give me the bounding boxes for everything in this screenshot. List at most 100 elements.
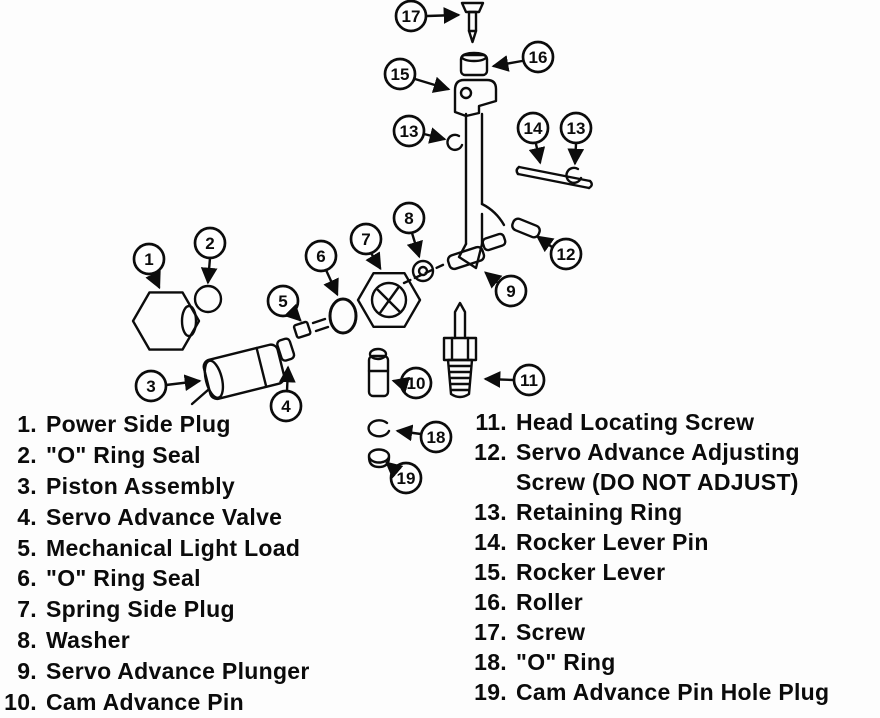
callout-14: 14: [516, 111, 550, 165]
callout-7: 7: [349, 222, 383, 271]
callout-13-b: 13: [559, 111, 593, 166]
parts-list-item: 9. Servo Advance Plunger: [2, 656, 468, 687]
callout-13-a-arrow: [422, 127, 447, 144]
svg-text:13: 13: [567, 119, 586, 138]
svg-text:9: 9: [506, 282, 515, 301]
item-label: Servo Advance Plunger: [46, 658, 310, 685]
item-number: 15.: [474, 558, 507, 585]
item-number: 14.: [474, 528, 507, 555]
svg-text:11: 11: [520, 371, 538, 390]
item-label: "O" Ring Seal: [46, 441, 201, 468]
callout-3-arrow: [164, 374, 202, 392]
parts-list-item: 13. Retaining Ring: [472, 497, 878, 527]
item-label: Cam Advance Pin: [46, 688, 244, 715]
parts-list-item: 11. Head Locating Screw: [472, 407, 878, 437]
parts-list-item: 14. Rocker Lever Pin: [472, 527, 878, 557]
item-label: Servo Advance Adjusting: [516, 438, 800, 465]
part-servo-advance-valve: [276, 337, 296, 362]
item-number: 6.: [17, 565, 37, 592]
svg-text:17: 17: [402, 7, 421, 26]
callout-12-arrow: [535, 235, 555, 253]
item-number: 7.: [17, 596, 37, 623]
callout-7-arrow: [365, 251, 382, 271]
item-label: Screw (DO NOT ADJUST): [516, 468, 799, 495]
callout-11: 11: [483, 363, 546, 397]
part-washer: [411, 259, 435, 283]
callout-1: 1: [132, 242, 166, 290]
callout-6-arrow: [323, 268, 339, 297]
item-number: 11.: [475, 408, 507, 435]
callout-14-arrow: [528, 142, 546, 165]
item-number: 19.: [474, 678, 507, 705]
parts-list-item: 7. Spring Side Plug: [2, 594, 468, 625]
part-retaining-ring-b: [565, 166, 583, 185]
callout-11-arrow: [483, 371, 516, 388]
item-label: Piston Assembly: [46, 472, 235, 499]
item-label: Washer: [46, 627, 131, 654]
svg-text:13: 13: [400, 122, 419, 141]
parts-list-item: 18. "O" Ring: [472, 647, 878, 677]
item-label: Mechanical Light Load: [46, 534, 301, 561]
callout-9-arrow: [484, 271, 503, 289]
parts-list-item-continuation: Screw (DO NOT ADJUST): [472, 467, 878, 497]
item-number: 18.: [474, 648, 507, 675]
item-label: Head Locating Screw: [516, 408, 755, 435]
svg-text:4: 4: [281, 397, 291, 416]
parts-list-item: 10. Cam Advance Pin: [2, 687, 468, 718]
callout-2: 2: [193, 226, 227, 285]
callout-3: 3: [134, 369, 202, 403]
parts-list-left-column: 1. Power Side Plug 2. "O" Ring Seal 3. P…: [2, 409, 468, 718]
callout-10: 10: [391, 366, 433, 400]
parts-list-item: 12. Servo Advance Adjusting: [472, 437, 878, 467]
item-number: 12.: [474, 438, 507, 465]
callout-19: 19: [385, 461, 423, 495]
part-roller: [459, 51, 489, 77]
item-number: 1.: [17, 410, 37, 437]
item-label: Retaining Ring: [516, 498, 683, 525]
item-number: 8.: [17, 627, 37, 654]
part-adjusting-screw: [511, 217, 541, 239]
svg-text:5: 5: [278, 292, 287, 311]
callout-17: 17: [394, 0, 461, 33]
parts-list-item: 19. Cam Advance Pin Hole Plug: [472, 677, 878, 707]
parts-list-item: 17. Screw: [472, 617, 878, 647]
callout-8-arrow: [406, 231, 423, 259]
item-number: 13.: [474, 498, 507, 525]
callout-18: 18: [395, 420, 453, 454]
part-piston-assembly: [190, 343, 286, 406]
item-number: 3.: [17, 472, 37, 499]
svg-text:1: 1: [144, 250, 153, 269]
parts-list-item: 1. Power Side Plug: [2, 409, 468, 440]
part-rocker-lever: [453, 78, 498, 118]
item-label: Servo Advance Valve: [46, 503, 283, 530]
parts-list-right-column: 11. Head Locating Screw 12. Servo Advanc…: [472, 407, 878, 707]
item-label: Roller: [516, 588, 583, 615]
svg-text:8: 8: [404, 209, 413, 228]
part-screw: [460, 1, 485, 44]
svg-text:7: 7: [361, 230, 370, 249]
parts-list-item: 4. Servo Advance Valve: [2, 502, 468, 533]
parts-list-item: 6. "O" Ring Seal: [2, 563, 468, 594]
callout-18-arrow: [395, 424, 423, 442]
item-number: 2.: [17, 441, 37, 468]
parts-list-item: 5. Mechanical Light Load: [2, 533, 468, 564]
part-servo-advance-plunger: [402, 232, 507, 285]
part-head-locating-screw: [442, 301, 478, 399]
callout-8: 8: [392, 201, 426, 259]
parts-list-item: 8. Washer: [2, 625, 468, 656]
callout-9: 9: [484, 271, 528, 308]
part-plunger-link: [457, 112, 506, 270]
part-o-ring-small: [367, 419, 391, 438]
callout-16: 16: [491, 40, 555, 74]
item-number: 16.: [474, 588, 507, 615]
item-label: Cam Advance Pin Hole Plug: [516, 678, 830, 705]
parts-list-item: 3. Piston Assembly: [2, 471, 468, 502]
part-cam-advance-pin: [367, 347, 390, 398]
callout-13-b-arrow: [567, 142, 585, 166]
svg-text:14: 14: [524, 119, 543, 138]
item-number: 9.: [17, 658, 37, 685]
item-number: 4.: [17, 503, 37, 530]
svg-text:10: 10: [407, 374, 426, 393]
